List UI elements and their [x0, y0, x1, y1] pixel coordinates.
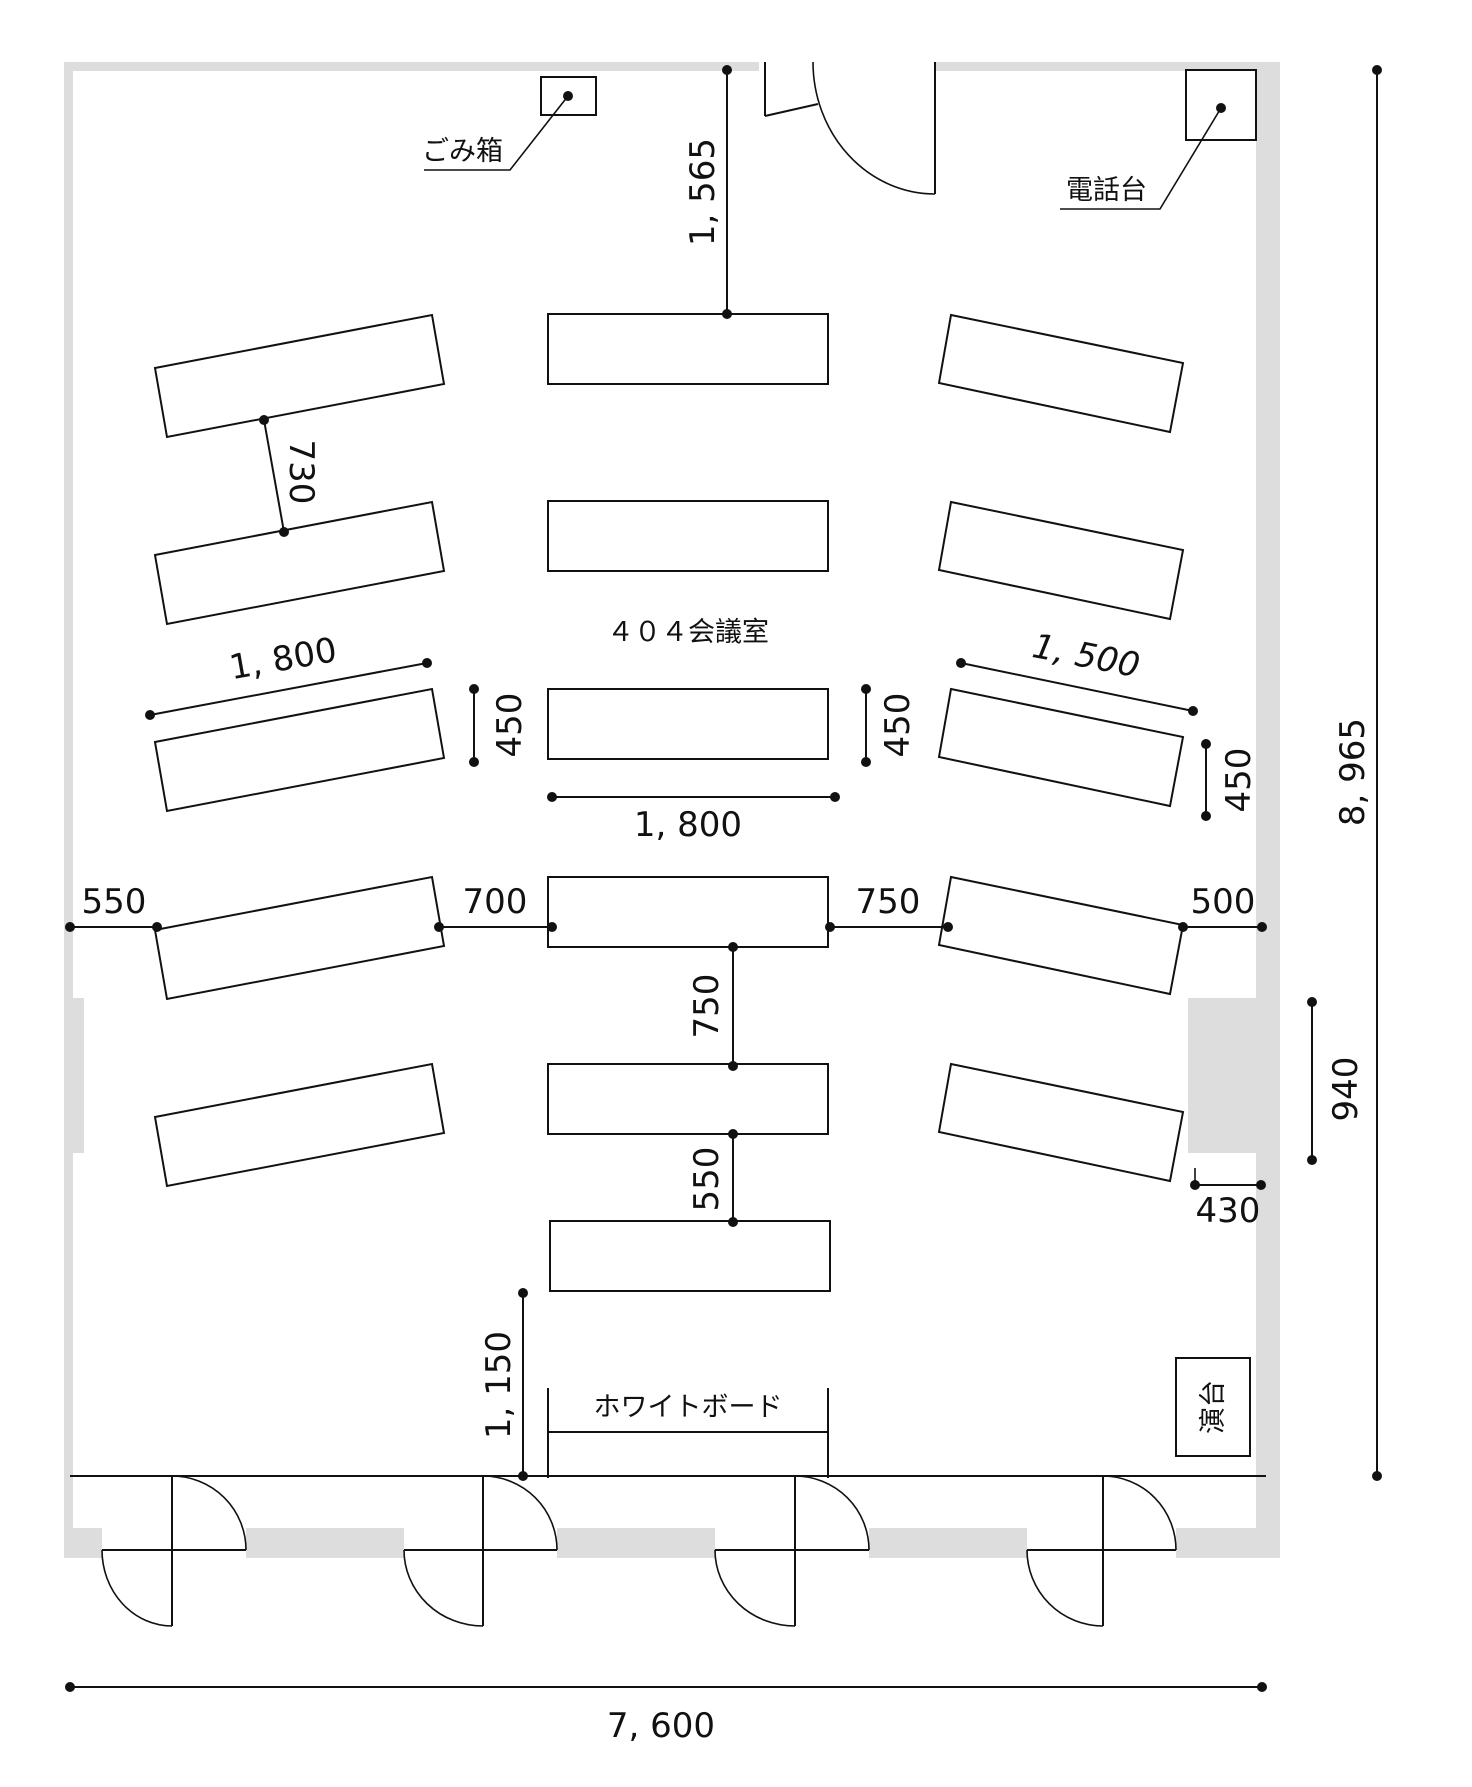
left-pillar — [64, 998, 84, 1153]
top-door — [764, 61, 936, 195]
dim-center-right-gap-label: 750 — [856, 882, 921, 922]
left-table-2 — [153, 500, 446, 626]
right-pillar — [1188, 998, 1280, 1153]
center-table-2 — [547, 500, 829, 572]
right-wall-lower — [1256, 1153, 1280, 1558]
bottom-wall-5 — [1176, 1528, 1280, 1558]
left-table-3 — [153, 687, 446, 813]
center-table-1 — [547, 313, 829, 385]
room-title: ４０４会議室 — [607, 617, 769, 648]
dim-right-length-label: 1, 500 — [1029, 626, 1143, 686]
dim-pillar-depth-label: 430 — [1196, 1191, 1261, 1231]
dim-right-length — [956, 658, 1198, 716]
dim-left-depth — [469, 684, 479, 767]
center-table-4 — [547, 876, 829, 948]
center-table-5 — [547, 1063, 829, 1135]
dim-center-row-gap-label: 750 — [687, 974, 727, 1039]
center-table-3 — [547, 688, 829, 760]
trash-box — [424, 76, 597, 171]
dim-right-depth-label: 450 — [1219, 748, 1259, 813]
dim-row-gap — [259, 415, 289, 537]
whiteboard-label: ホワイトボード — [594, 1392, 783, 1423]
bottom-door-3 — [714, 1475, 870, 1627]
dim-center-last-gap-label: 550 — [687, 1147, 727, 1212]
dim-center-last-gap — [728, 1129, 738, 1227]
dim-window-width — [1307, 997, 1317, 1165]
trash-label: ごみ箱 — [422, 136, 503, 167]
bottom-door-1 — [101, 1475, 247, 1627]
dim-total-height-label: 8, 965 — [1333, 718, 1373, 826]
dim-left-length — [145, 658, 432, 720]
dim-whiteboard-gap — [518, 1288, 528, 1481]
right-wall-upper — [1256, 62, 1280, 998]
dim-left-depth-label: 450 — [490, 693, 530, 758]
walls — [64, 62, 1280, 1558]
left-tables — [153, 313, 446, 1188]
right-table-1 — [937, 313, 1185, 434]
top-wall-left — [64, 62, 759, 71]
right-tables — [937, 313, 1185, 1183]
left-table-4 — [153, 875, 446, 1001]
bottom-wall-1 — [64, 1528, 102, 1558]
bottom-wall-3 — [557, 1528, 715, 1558]
center-tables — [547, 313, 831, 1292]
right-table-2 — [937, 500, 1185, 621]
whiteboard — [547, 1388, 829, 1478]
dim-center-depth — [861, 684, 871, 767]
dim-total-height — [1372, 65, 1382, 1481]
dim-left-center-gap-label: 700 — [463, 882, 528, 922]
dim-left-wall-gap-label: 550 — [82, 882, 147, 922]
phone-stand-label: 電話台 — [1066, 175, 1147, 206]
dim-left-length-label: 1, 800 — [226, 630, 339, 688]
left-wall-upper — [64, 62, 73, 998]
dim-horizontal-gaps — [65, 922, 1267, 932]
bottom-door-4 — [1026, 1475, 1177, 1627]
top-wall-right — [935, 62, 1280, 71]
dim-door-to-table-label: 1, 565 — [683, 138, 723, 246]
dim-total-width — [65, 1682, 1267, 1692]
dim-center-length — [547, 792, 840, 802]
dim-door-to-table — [722, 65, 732, 319]
phone-stand — [1060, 69, 1257, 210]
dim-center-length-label: 1, 800 — [634, 805, 742, 845]
right-table-3 — [937, 687, 1185, 808]
dim-window-width-label: 940 — [1326, 1057, 1366, 1122]
podium — [1175, 1357, 1251, 1457]
center-table-6 — [549, 1220, 831, 1292]
dim-right-depth — [1201, 739, 1211, 821]
bottom-door-2 — [403, 1475, 558, 1627]
dim-pillar-depth — [1190, 1168, 1266, 1190]
podium-label: 演台 — [1198, 1380, 1229, 1434]
left-wall-lower — [64, 1153, 73, 1558]
left-table-1 — [153, 313, 446, 439]
left-table-5 — [153, 1062, 446, 1188]
dim-total-width-label: 7, 600 — [607, 1706, 715, 1746]
right-table-4 — [937, 875, 1185, 996]
dim-center-depth-label: 450 — [878, 693, 918, 758]
dim-right-wall-gap-label: 500 — [1191, 882, 1256, 922]
bottom-wall-4 — [869, 1528, 1027, 1558]
dim-whiteboard-gap-label: 1, 150 — [479, 1331, 519, 1439]
dim-center-row-gap — [728, 942, 738, 1071]
right-table-5 — [937, 1062, 1185, 1183]
bottom-wall-2 — [246, 1528, 404, 1558]
dim-row-gap-label: 730 — [281, 440, 321, 505]
